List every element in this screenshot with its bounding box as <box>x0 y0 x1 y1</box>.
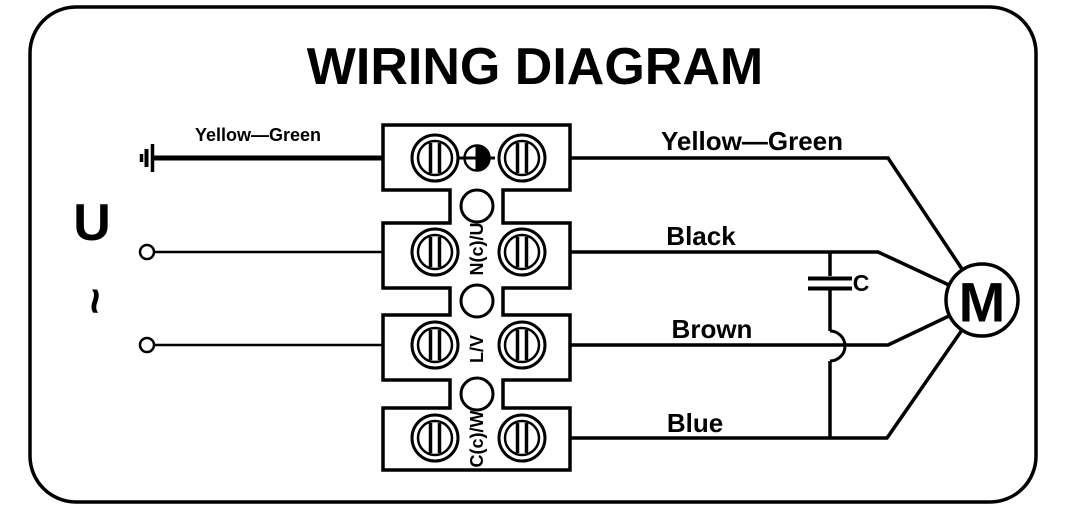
capacitor-label: C <box>853 270 870 296</box>
motor-label: M <box>959 271 1006 334</box>
ground-output-wire <box>570 156 964 270</box>
label-brown-wire: Brown <box>672 314 753 344</box>
mounting-hole <box>459 188 495 224</box>
screw-terminal <box>497 227 547 277</box>
motor-symbol: M <box>944 262 1020 338</box>
screw-terminal <box>410 227 460 277</box>
page-title: WIRING DIAGRAM <box>307 38 763 96</box>
screw-terminal <box>410 320 460 370</box>
screw-terminal <box>497 320 547 370</box>
wire-crossover-hop <box>829 329 847 363</box>
voltage-symbol: U <box>73 194 111 252</box>
screw-terminal <box>497 413 547 463</box>
capacitor-symbol <box>808 252 852 438</box>
ac-symbol: ~ <box>70 288 122 315</box>
label-input-ground: Yellow—Green <box>195 125 321 145</box>
live-input-wire <box>138 243 383 261</box>
brown-wire <box>570 314 950 347</box>
screw-terminal <box>410 133 460 183</box>
black-wire <box>570 250 950 287</box>
label-blue-wire: Blue <box>667 408 723 438</box>
terminal-label-ncu: N(c)/U <box>467 223 487 276</box>
neutral-input-wire <box>138 336 383 354</box>
screw-terminal <box>497 133 547 183</box>
label-black-wire: Black <box>666 221 736 251</box>
blue-wire <box>570 329 964 440</box>
mounting-hole <box>459 376 495 412</box>
screw-terminal <box>410 413 460 463</box>
terminal-block: N(c)/U L/V C(c)/W <box>381 123 572 472</box>
mounting-hole <box>459 283 495 319</box>
terminal-earth-icon <box>459 144 495 172</box>
terminal-label-ccw: C(c)/W <box>467 411 487 468</box>
label-output-ground: Yellow—Green <box>661 126 843 156</box>
terminal-label-lv: L/V <box>467 335 487 363</box>
